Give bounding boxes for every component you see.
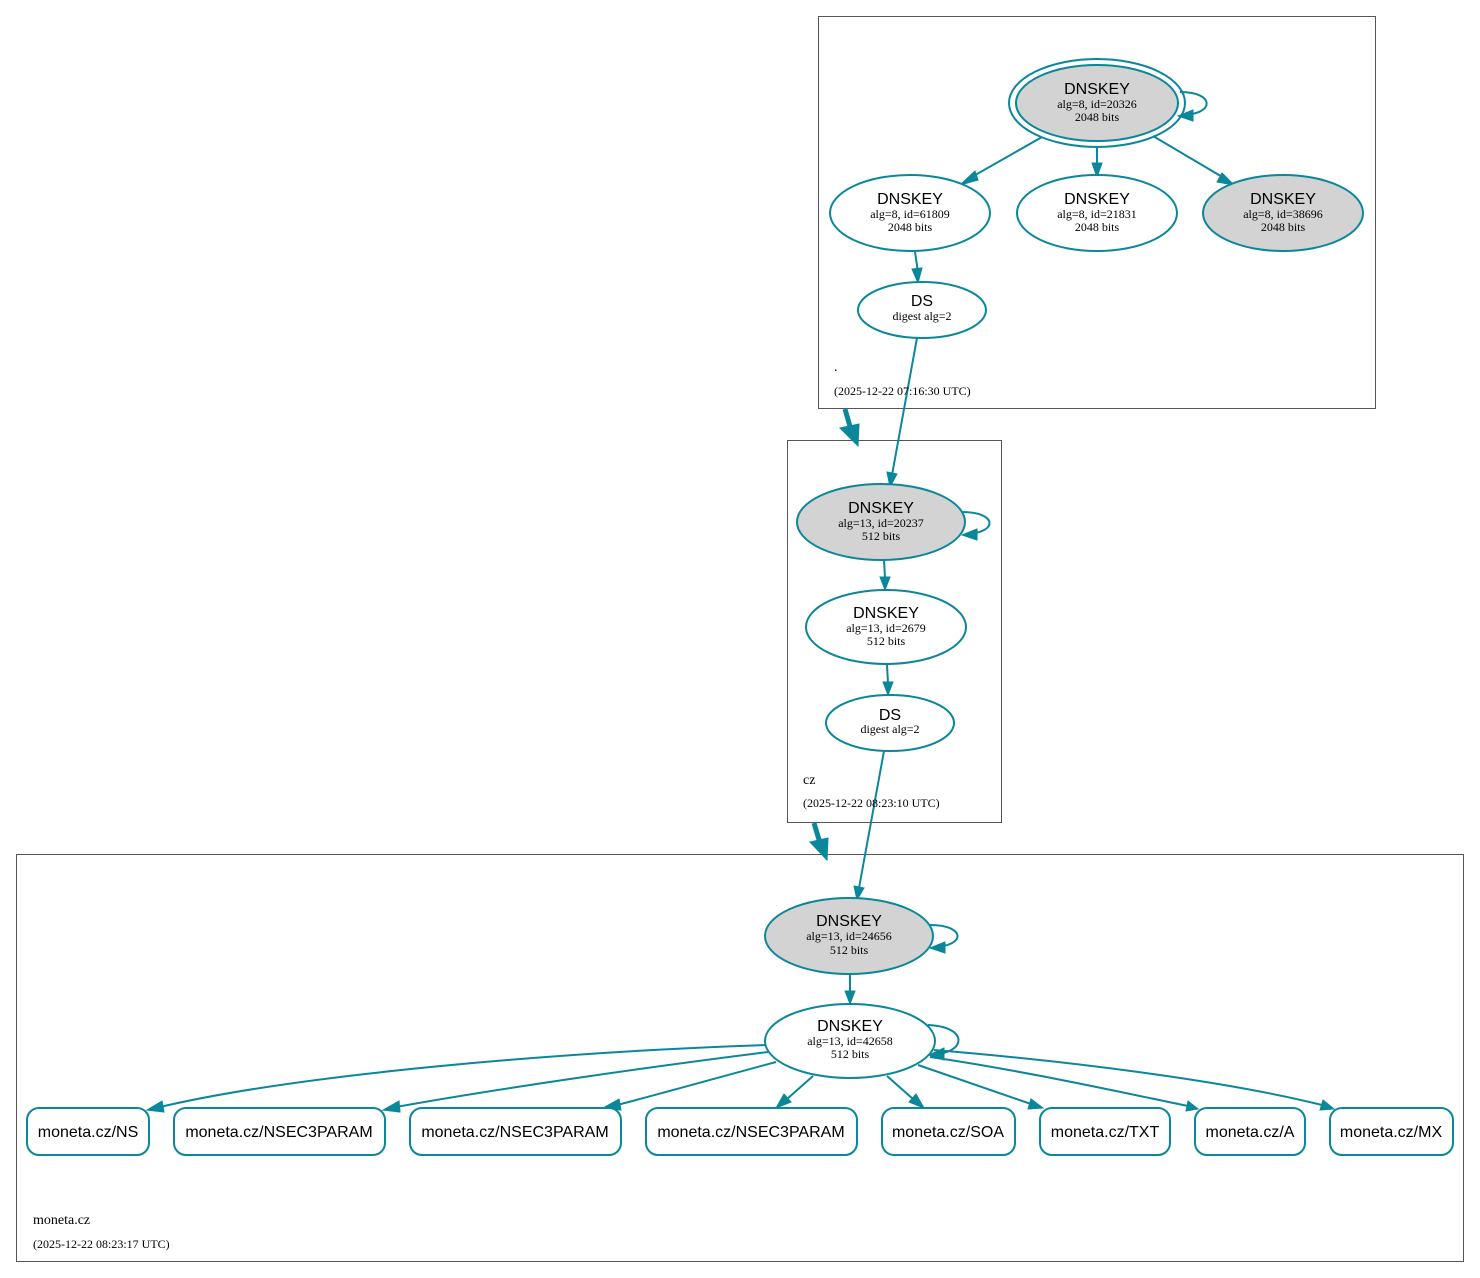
rrset-node: moneta.cz/NSEC3PARAM — [173, 1107, 386, 1156]
zone-name-cz: cz — [803, 773, 815, 788]
rrset-label: moneta.cz/NS — [38, 1124, 138, 1141]
node-line1: alg=13, id=20237 — [838, 516, 924, 530]
rrset-label: moneta.cz/NSEC3PARAM — [657, 1124, 844, 1141]
node-line2: 2048 bits — [888, 220, 933, 234]
node-line2: 512 bits — [830, 943, 869, 957]
node-type: DNSKEY — [853, 605, 919, 622]
node-line2: 2048 bits — [1075, 220, 1120, 234]
node-type: DNSKEY — [1250, 191, 1316, 208]
delegation-arrow-cz-to-moneta — [809, 822, 829, 862]
rrset-label: moneta.cz/A — [1206, 1124, 1295, 1141]
dnskey-node-61809: DNSKEY alg=8, id=61809 2048 bits — [829, 174, 991, 252]
node-line1: digest alg=2 — [860, 722, 919, 736]
dnskey-node-2679: DNSKEY alg=13, id=2679 512 bits — [805, 589, 967, 665]
ds-node-cz: DS digest alg=2 — [825, 694, 955, 752]
rrset-node: moneta.cz/MX — [1329, 1107, 1454, 1156]
node-type: DNSKEY — [817, 1018, 883, 1035]
dnskey-node-24656: DNSKEY alg=13, id=24656 512 bits — [764, 897, 934, 975]
node-type: DNSKEY — [1064, 191, 1130, 208]
zone-name-moneta: moneta.cz — [33, 1213, 90, 1228]
zone-timestamp-root: (2025-12-22 07:16:30 UTC) — [834, 384, 971, 398]
node-line1: alg=8, id=20326 — [1057, 97, 1137, 111]
node-line1: digest alg=2 — [892, 309, 951, 323]
rrset-label: moneta.cz/MX — [1340, 1124, 1443, 1141]
node-line2: 2048 bits — [1261, 220, 1306, 234]
dnskey-ksk-outer-ring — [1008, 58, 1186, 148]
delegation-arrow-root-to-cz — [838, 408, 860, 448]
ds-node-root: DS digest alg=2 — [857, 281, 987, 339]
node-type: DNSKEY — [848, 500, 914, 517]
dnskey-node-21831: DNSKEY alg=8, id=21831 2048 bits — [1016, 174, 1178, 252]
node-type: DNSKEY — [1064, 81, 1130, 98]
node-line1: alg=8, id=21831 — [1057, 207, 1137, 221]
rrset-node: moneta.cz/SOA — [881, 1107, 1016, 1156]
dnskey-node-20237: DNSKEY alg=13, id=20237 512 bits — [796, 483, 966, 561]
node-line2: 512 bits — [831, 1047, 870, 1061]
dnskey-node-42658: DNSKEY alg=13, id=42658 512 bits — [764, 1003, 936, 1079]
zone-name-root: . — [834, 360, 838, 375]
dnskey-node-38696: DNSKEY alg=8, id=38696 2048 bits — [1202, 174, 1364, 252]
zone-timestamp-cz: (2025-12-22 08:23:10 UTC) — [803, 796, 940, 810]
rrset-node: moneta.cz/TXT — [1039, 1107, 1171, 1156]
dnskey-node-20326: DNSKEY alg=8, id=20326 2048 bits — [1008, 58, 1186, 148]
node-type: DS — [879, 707, 901, 724]
rrset-node: moneta.cz/NSEC3PARAM — [645, 1107, 858, 1156]
node-line1: alg=13, id=2679 — [846, 621, 926, 635]
rrset-label: moneta.cz/NSEC3PARAM — [421, 1124, 608, 1141]
rrset-node: moneta.cz/NS — [26, 1107, 150, 1156]
zone-timestamp-moneta: (2025-12-22 08:23:17 UTC) — [33, 1237, 170, 1251]
node-line2: 2048 bits — [1075, 110, 1120, 124]
edges — [145, 91, 1336, 1113]
rrset-label: moneta.cz/TXT — [1051, 1124, 1160, 1141]
rrset-label: moneta.cz/NSEC3PARAM — [185, 1124, 372, 1141]
node-line1: alg=8, id=61809 — [870, 207, 950, 221]
node-line1: alg=8, id=38696 — [1243, 207, 1323, 221]
rrset-node: moneta.cz/A — [1194, 1107, 1306, 1156]
zone-box-moneta — [16, 854, 1464, 1262]
rrset-node: moneta.cz/NSEC3PARAM — [409, 1107, 622, 1156]
node-type: DNSKEY — [816, 913, 882, 930]
node-type: DS — [911, 293, 933, 310]
node-line1: alg=13, id=42658 — [807, 1034, 893, 1048]
node-line2: 512 bits — [867, 634, 906, 648]
node-type: DNSKEY — [877, 191, 943, 208]
rrset-label: moneta.cz/SOA — [892, 1124, 1004, 1141]
node-line2: 512 bits — [862, 529, 901, 543]
node-line1: alg=13, id=24656 — [806, 929, 892, 943]
